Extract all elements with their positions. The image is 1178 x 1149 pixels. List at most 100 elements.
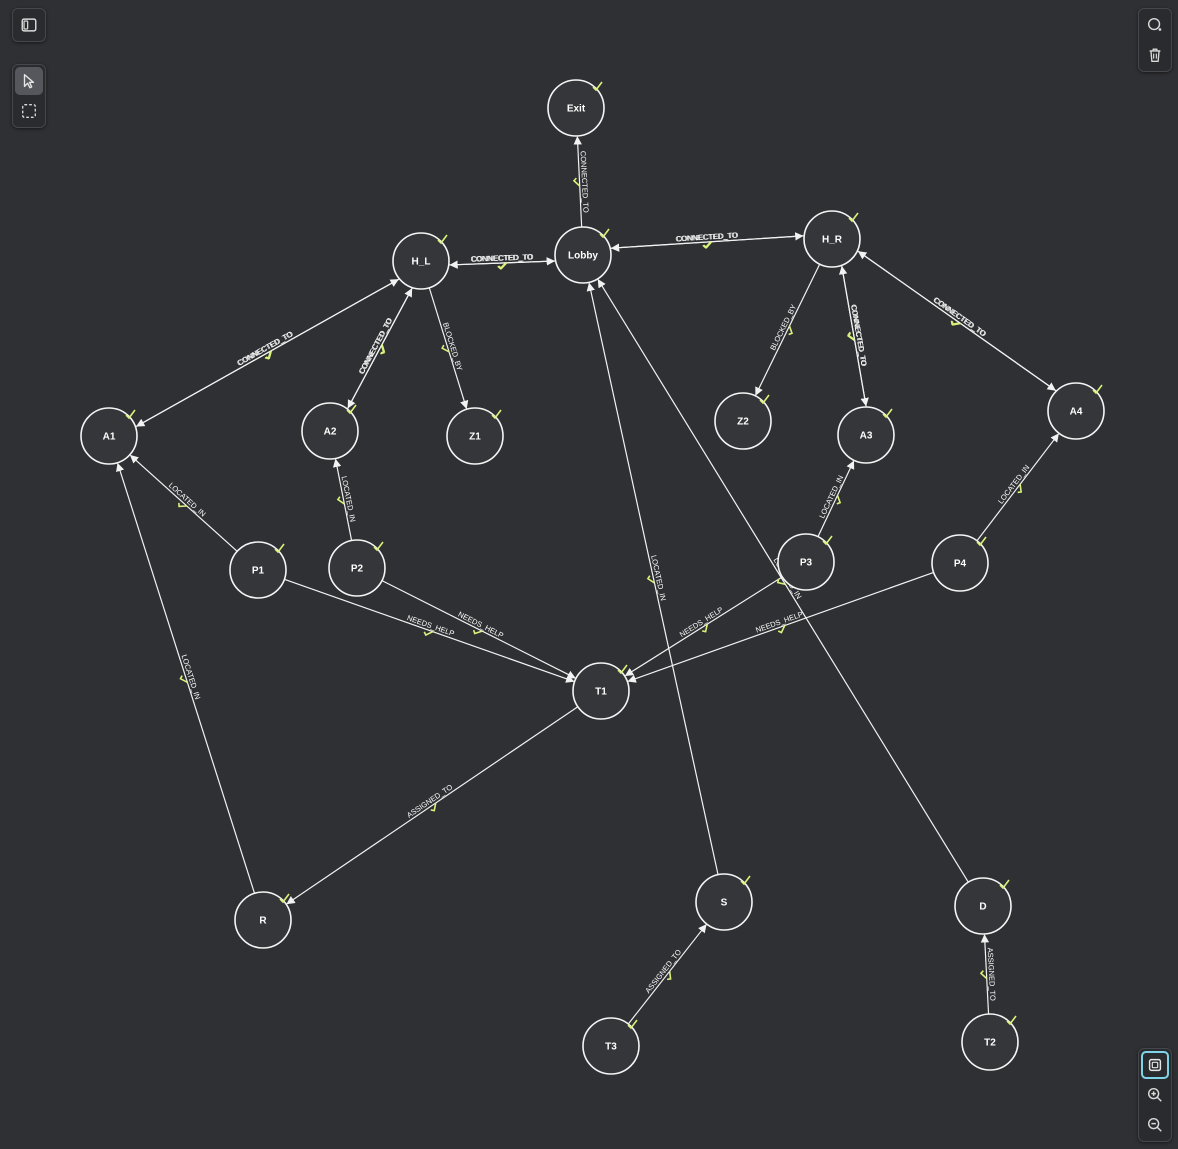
check-icon: [274, 543, 285, 554]
edge-p4-t1[interactable]: NEEDS_HELP: [627, 571, 934, 683]
edge-a4-h_r[interactable]: CONNECTED_TO: [857, 251, 1057, 392]
node-lobby[interactable]: Lobby: [554, 226, 612, 284]
node-circle[interactable]: [837, 406, 895, 464]
node-a4[interactable]: A4: [1047, 382, 1105, 440]
edge-r-a1[interactable]: LOCATED_IN: [116, 462, 256, 894]
node-circle[interactable]: [229, 541, 287, 599]
edge-h_l-a1[interactable]: CONNECTED_TO: [136, 278, 400, 427]
node-p2[interactable]: P2: [328, 539, 386, 597]
edge-line[interactable]: [627, 571, 934, 683]
edge-line[interactable]: [976, 433, 1059, 542]
node-circle[interactable]: [1047, 382, 1105, 440]
node-circle[interactable]: [803, 210, 861, 268]
node-z2[interactable]: Z2: [714, 392, 772, 450]
marquee-tool-button[interactable]: [15, 97, 43, 125]
node-circle[interactable]: [961, 1013, 1019, 1071]
edge-line[interactable]: [980, 934, 990, 1015]
node-circle[interactable]: [572, 662, 630, 720]
node-t2[interactable]: T2: [961, 1013, 1019, 1071]
node-p3[interactable]: P3: [777, 533, 835, 591]
edge-line[interactable]: [610, 235, 804, 252]
node-circle[interactable]: [234, 891, 292, 949]
edge-line[interactable]: [586, 282, 719, 875]
node-a3[interactable]: A3: [837, 406, 895, 464]
node-r[interactable]: R: [234, 891, 292, 949]
node-circle[interactable]: [547, 79, 605, 137]
node-circle[interactable]: [582, 1017, 640, 1075]
edge-p2-t1[interactable]: NEEDS_HELP: [381, 580, 576, 679]
edge-line[interactable]: [332, 458, 353, 541]
node-circle[interactable]: [328, 539, 386, 597]
edge-s-lobby[interactable]: LOCATED_IN: [586, 282, 719, 875]
edge-line[interactable]: [284, 578, 575, 683]
edge-line[interactable]: [428, 287, 469, 410]
edge-lobby-h_l[interactable]: CONNECTED_TO: [449, 252, 556, 270]
edge-line[interactable]: [129, 454, 238, 552]
edge-t1-r[interactable]: ASSIGNED_TO: [286, 706, 579, 905]
node-circle[interactable]: [777, 533, 835, 591]
edge-label: BLOCKED_BY: [768, 303, 798, 352]
edge-h_r-lobby[interactable]: CONNECTED_TO: [610, 231, 804, 252]
node-d[interactable]: D: [954, 877, 1012, 935]
node-a2[interactable]: A2: [301, 402, 359, 460]
edge-line[interactable]: [347, 287, 413, 409]
edge-line[interactable]: [755, 263, 821, 396]
node-p1[interactable]: P1: [229, 541, 287, 599]
delete-button[interactable]: [1141, 41, 1169, 69]
edge-line[interactable]: [817, 460, 855, 537]
edge-p1-t1[interactable]: NEEDS_HELP: [284, 578, 575, 683]
node-h_r[interactable]: H_R: [803, 210, 861, 268]
node-h_l[interactable]: H_L: [392, 232, 450, 290]
edge-line[interactable]: [116, 462, 256, 894]
fit-view-button[interactable]: [1141, 1051, 1169, 1079]
edge-line[interactable]: [627, 924, 707, 1025]
edge-h_l-z1[interactable]: BLOCKED_BY: [428, 287, 469, 410]
edge-line[interactable]: [624, 576, 783, 677]
edge-h_r-z2[interactable]: BLOCKED_BY: [755, 263, 821, 396]
node-circle[interactable]: [301, 402, 359, 460]
edge-p4-a4[interactable]: LOCATED_IN: [976, 433, 1059, 542]
edge-check-icon: [572, 177, 581, 187]
edge-line[interactable]: [573, 136, 583, 228]
edge-line[interactable]: [841, 265, 869, 407]
node-s[interactable]: S: [695, 873, 753, 931]
edge-lobby-exit[interactable]: CONNECTED_TO: [572, 136, 591, 228]
edge-p2-a2[interactable]: LOCATED_IN: [332, 458, 358, 541]
node-circle[interactable]: [80, 407, 138, 465]
check-icon: [617, 664, 628, 675]
edge-line[interactable]: [449, 260, 556, 269]
node-circle[interactable]: [954, 877, 1012, 935]
edge-line[interactable]: [597, 278, 969, 883]
edge-p1-a1[interactable]: LOCATED_IN: [129, 454, 238, 552]
edge-t2-d[interactable]: ASSIGNED_TO: [979, 934, 998, 1015]
zoom-out-button[interactable]: [1141, 1111, 1169, 1139]
add-node-button[interactable]: [1141, 11, 1169, 39]
edge-line[interactable]: [381, 580, 576, 679]
node-z1[interactable]: Z1: [446, 407, 504, 465]
edge-check-icon: [979, 970, 988, 980]
edge-line[interactable]: [136, 278, 400, 427]
edge-p3-a3[interactable]: LOCATED_IN: [817, 460, 855, 537]
zoom-panel: [1138, 1048, 1172, 1142]
node-circle[interactable]: [931, 534, 989, 592]
node-exit[interactable]: Exit: [547, 79, 605, 137]
node-circle[interactable]: [392, 232, 450, 290]
node-t1[interactable]: T1: [572, 662, 630, 720]
node-p4[interactable]: P4: [931, 534, 989, 592]
sidebar-toggle-button[interactable]: [15, 11, 43, 39]
node-t3[interactable]: T3: [582, 1017, 640, 1075]
node-a1[interactable]: A1: [80, 407, 138, 465]
edge-h_l-a2[interactable]: CONNECTED_TO: [347, 287, 413, 409]
edge-line[interactable]: [286, 706, 579, 905]
zoom-in-button[interactable]: [1141, 1081, 1169, 1109]
node-circle[interactable]: [554, 226, 612, 284]
edge-t3-s[interactable]: ASSIGNED_TO: [627, 924, 707, 1025]
node-circle[interactable]: [714, 392, 772, 450]
edge-h_r-a3[interactable]: CONNECTED_TO: [841, 265, 869, 407]
edge-line[interactable]: [857, 251, 1057, 392]
node-circle[interactable]: [446, 407, 504, 465]
select-tool-button[interactable]: [15, 67, 43, 95]
node-circle[interactable]: [695, 873, 753, 931]
check-icon: [627, 1019, 638, 1030]
